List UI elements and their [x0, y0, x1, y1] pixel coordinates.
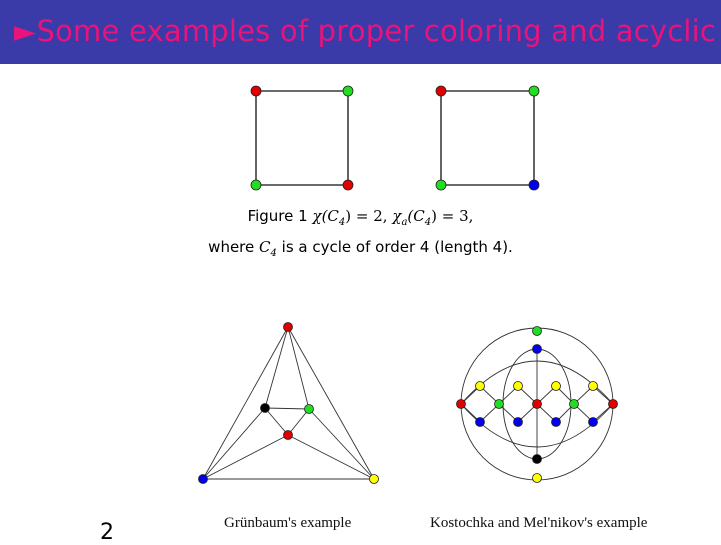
vertex-yellow — [588, 381, 598, 391]
vertex-blue — [513, 417, 523, 427]
vertex-red — [342, 179, 354, 191]
vertex-blue — [551, 417, 561, 427]
vertex-blue — [528, 179, 540, 191]
figure-1-description: where C4 is a cycle of order 4 (length 4… — [208, 238, 513, 259]
vertex-green — [435, 179, 447, 191]
vertex-red — [283, 430, 293, 440]
vertex-green — [304, 404, 314, 414]
vertex-green — [494, 399, 504, 409]
slide-header: ►Some examples of proper coloring and ac… — [0, 0, 721, 64]
c4-proper-coloring — [255, 90, 349, 186]
c4-acyclic-coloring — [440, 90, 535, 186]
vertex-yellow — [475, 381, 485, 391]
vertex-red — [532, 399, 542, 409]
vertex-red — [283, 322, 293, 332]
vertex-yellow — [369, 474, 379, 484]
figure-1-caption: Figure 1 χ(C4) = 2, χa(C4) = 3, — [0, 207, 721, 228]
vertex-blue — [475, 417, 485, 427]
vertex-red — [250, 85, 262, 97]
vertex-green — [532, 326, 542, 336]
vertex-red — [435, 85, 447, 97]
vertex-black — [532, 454, 542, 464]
grunbaum-label: Grünbaum's example — [224, 515, 352, 531]
vertex-green — [342, 85, 354, 97]
vertex-red — [608, 399, 618, 409]
page-number: 2 — [100, 520, 114, 545]
vertex-yellow — [532, 473, 542, 483]
vertex-black — [260, 403, 270, 413]
vertex-blue — [532, 344, 542, 354]
vertex-blue — [588, 417, 598, 427]
vertex-red — [456, 399, 466, 409]
vertex-green — [528, 85, 540, 97]
vertex-green — [250, 179, 262, 191]
vertex-blue — [198, 474, 208, 484]
vertex-yellow — [513, 381, 523, 391]
vertex-yellow — [551, 381, 561, 391]
slide-title: ►Some examples of proper coloring and ac… — [14, 14, 721, 48]
vertex-green — [569, 399, 579, 409]
figure-1-label: Figure 1 — [247, 207, 308, 225]
acyclic-chromatic-number-expr: χa(C4) = 3, — [392, 207, 474, 228]
chromatic-number-expr: χ(C4) = 2, — [312, 207, 388, 228]
kostochka-label: Kostochka and Mel'nikov's example — [430, 515, 648, 531]
grunbaum-graph-edges — [202, 326, 375, 480]
